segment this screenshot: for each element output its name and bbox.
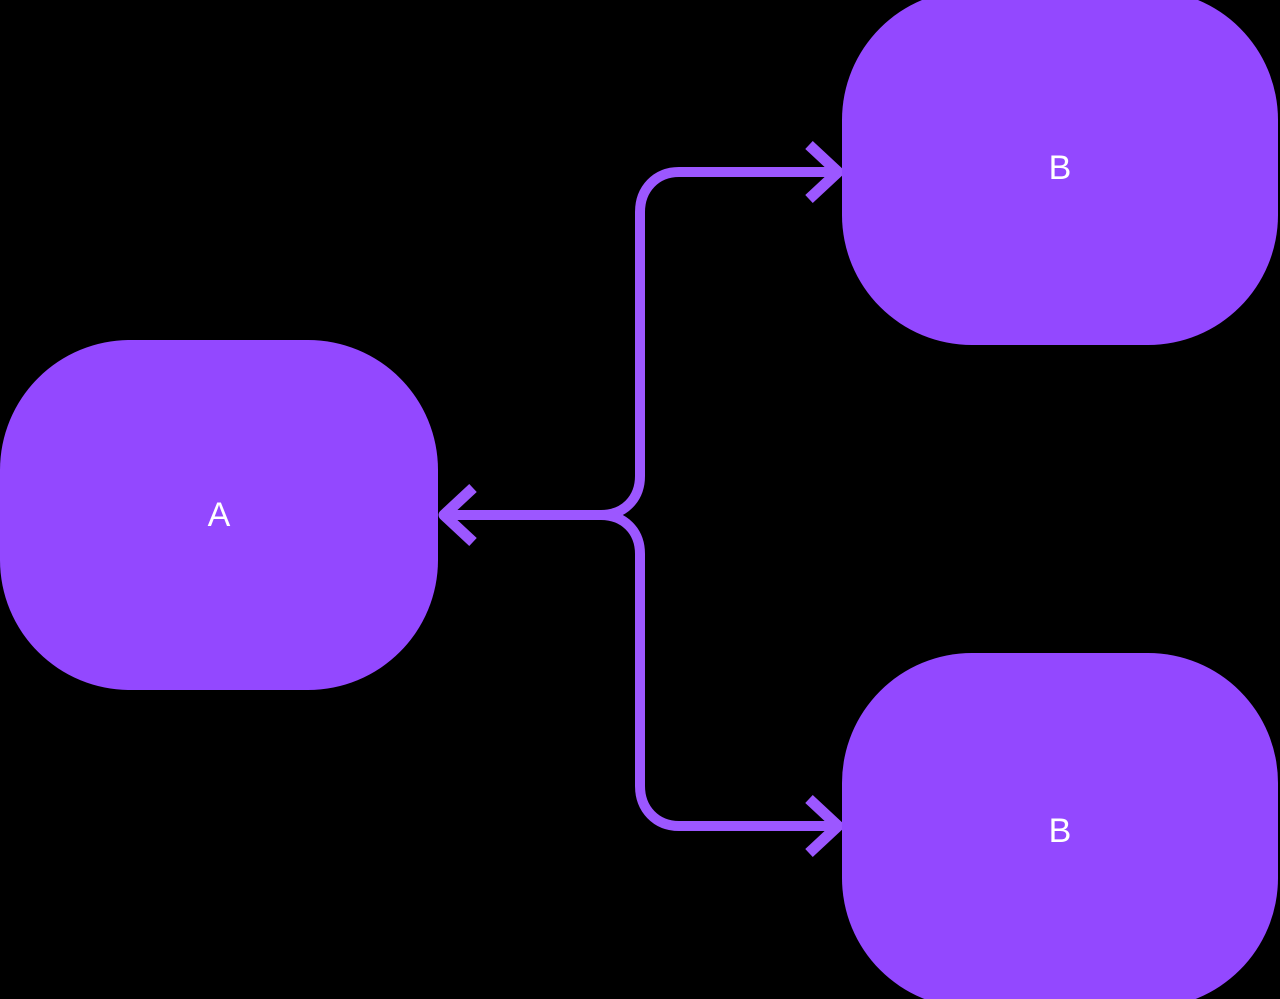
arrowhead-left-icon	[438, 483, 477, 547]
edge-fork-to-b-bottom[interactable]	[446, 510, 833, 831]
arrowhead-right-bottom-icon	[805, 794, 844, 858]
node-a-label: A	[207, 496, 231, 534]
node-b-bottom[interactable]: B	[842, 653, 1278, 999]
arrowhead-right-top-icon	[805, 140, 844, 204]
node-b-top[interactable]: B	[842, 0, 1278, 345]
node-b-bottom-label: B	[1048, 811, 1072, 850]
node-a[interactable]: A	[0, 340, 438, 690]
edge-fork-to-b-top[interactable]	[446, 167, 833, 520]
node-b-top-label: B	[1048, 148, 1072, 187]
